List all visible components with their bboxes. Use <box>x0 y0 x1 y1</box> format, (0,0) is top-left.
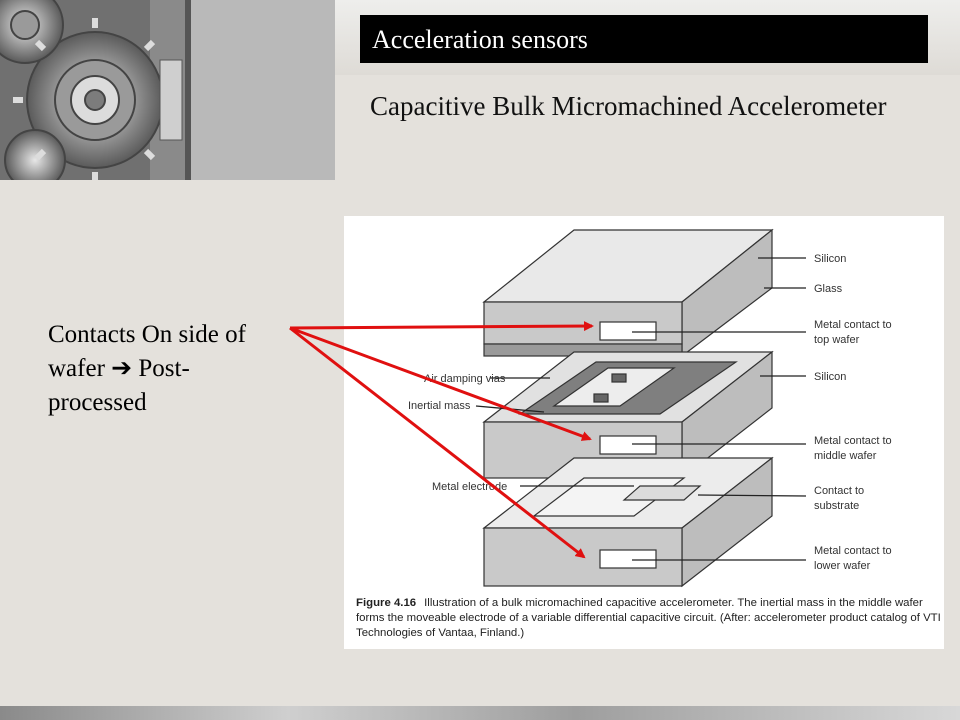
note-text-1: Contacts On side of wafer <box>48 321 246 382</box>
label-air-vias: Air damping vias <box>424 373 506 385</box>
label-contact-top-2: top wafer <box>814 334 860 346</box>
label-contact-top-1: Metal contact to <box>814 319 892 331</box>
label-silicon-top: Silicon <box>814 253 846 265</box>
label-contact-low-2: lower wafer <box>814 560 871 572</box>
label-contact-mid-1: Metal contact to <box>814 435 892 447</box>
label-glass: Glass <box>814 283 843 295</box>
contacts-note: Contacts On side of wafer ➔ Post-process… <box>48 318 288 420</box>
slide-title: Acceleration sensors <box>360 15 928 63</box>
label-inertial-mass: Inertial mass <box>408 400 471 412</box>
via-2 <box>593 393 609 403</box>
middle-contact-pad <box>599 435 657 455</box>
label-contact-mid-2: middle wafer <box>814 450 877 462</box>
lower-contact-pad <box>599 549 657 569</box>
slide-subtitle: Capacitive Bulk Micromachined Accelerome… <box>370 91 887 121</box>
label-contact-sub-2: substrate <box>814 500 859 512</box>
via-1 <box>611 373 627 383</box>
accelerometer-figure: Silicon Glass Metal contact to top wafer… <box>344 216 944 649</box>
top-contact-pad <box>599 321 657 341</box>
gear-image <box>0 0 335 180</box>
label-metal-electrode: Metal electrode <box>432 481 507 493</box>
accelerometer-diagram: Silicon Glass Metal contact to top wafer… <box>408 228 892 588</box>
note-text-2: Post-processed <box>48 355 190 416</box>
footer-band <box>0 706 960 720</box>
mems-gears-photo <box>0 0 335 180</box>
label-contact-low-1: Metal contact to <box>814 545 892 557</box>
right-arrow-icon: ➔ <box>111 355 133 382</box>
caption-text: Illustration of a bulk micromachined cap… <box>356 597 941 639</box>
figure-number: Figure 4.16 <box>356 597 417 609</box>
label-silicon-middle: Silicon <box>814 371 846 383</box>
substrate-contact-shape <box>622 485 702 501</box>
label-contact-sub-1: Contact to <box>814 485 864 497</box>
